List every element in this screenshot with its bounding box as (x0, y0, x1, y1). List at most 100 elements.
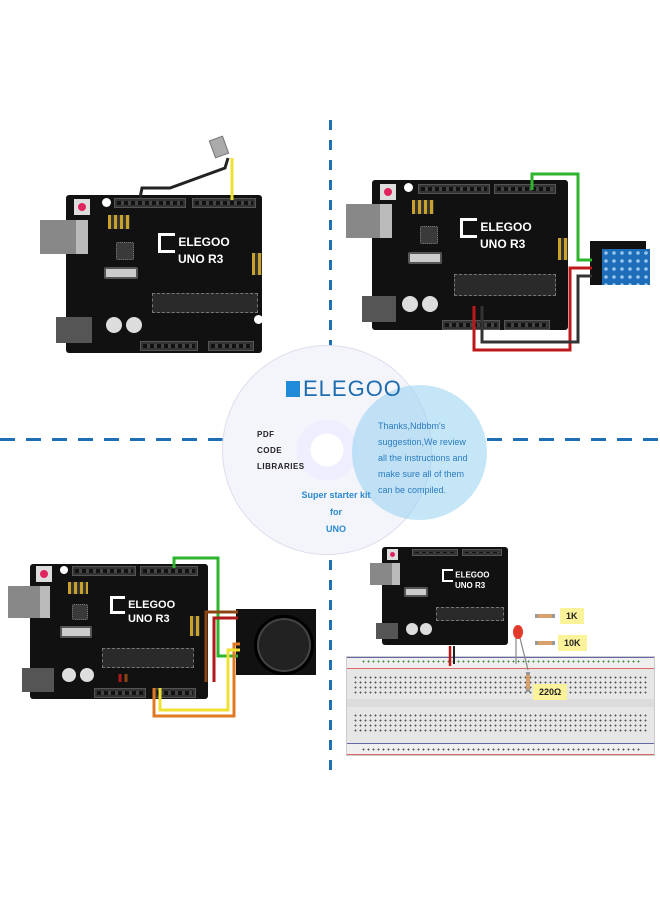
cd-kit-title: Super starter kit for UNO (288, 487, 384, 538)
usb-chip (116, 242, 134, 260)
atmega-chip (454, 274, 556, 296)
kit-line: Super starter kit (301, 490, 371, 500)
cd-content-item: LIBRARIES (257, 462, 305, 471)
red-wire (118, 616, 238, 682)
cd-content-item: CODE (257, 446, 283, 455)
reset-button (36, 566, 52, 582)
brand-name: ELEGOO (128, 598, 176, 611)
joystick-analog-wiring (152, 642, 240, 718)
board-logo: ELEGOO UNO R3 (158, 233, 230, 265)
brand-name: ELEGOO (455, 570, 490, 580)
capacitor (126, 317, 142, 333)
capacitor (106, 317, 122, 333)
arduino-board: ELEGOO UNO R3 (40, 195, 263, 353)
digital-header (494, 184, 556, 194)
analog-header (504, 320, 550, 330)
elegoo-logo-icon (158, 233, 175, 253)
resistor-10k (535, 641, 555, 645)
digital-header (72, 566, 136, 576)
elegoo-logo-icon (460, 218, 477, 238)
power-header (442, 320, 500, 330)
crystal (404, 587, 428, 597)
note-bubble (352, 385, 487, 520)
icsp-header (252, 253, 262, 275)
reset-button (380, 184, 396, 200)
mount-hole (60, 566, 68, 574)
cd-logo-text: ELEGOO (303, 376, 402, 401)
usb-port (40, 220, 76, 254)
digital-header (192, 198, 256, 208)
power-jack (376, 623, 398, 639)
note-line: make sure all of them (378, 469, 465, 479)
green-wire (172, 556, 238, 658)
board-model: UNO R3 (178, 252, 224, 266)
led-leg (519, 637, 529, 671)
reset-button (74, 199, 90, 215)
elegoo-logo-icon (442, 569, 453, 582)
terminal-holes (353, 713, 648, 733)
rail-holes (361, 659, 640, 665)
dht11-module (590, 241, 650, 285)
reset-button (387, 549, 398, 560)
atmega-chip (102, 648, 194, 668)
crystal (60, 626, 92, 638)
arduino-board: ELEGOO UNO R3 (370, 547, 508, 645)
brown-wire (124, 610, 238, 682)
kit-line: UNO (326, 524, 346, 534)
joystick-wiring (118, 556, 238, 682)
dht11-wiring (472, 172, 592, 352)
arduino-board: ELEGOO UNO R3 (346, 180, 568, 330)
note-text: Thanks,Ndbbm's suggestion,We review all … (378, 418, 468, 498)
dht11-sensor (602, 249, 650, 285)
power-jack (56, 317, 92, 343)
cd-contents: PDF CODE LIBRARIES (257, 427, 305, 475)
red-led (513, 625, 523, 639)
icsp-header (190, 616, 200, 636)
atmega-chip (152, 293, 258, 313)
capacitor (420, 623, 432, 635)
resistor-220 (526, 672, 530, 692)
elegoo-logo-icon (286, 381, 300, 397)
tilt-switch-wiring (138, 135, 234, 200)
cd-logo: ELEGOO (286, 376, 402, 402)
board-logo: ELEGOO UNO R3 (460, 218, 532, 250)
mount-hole (254, 315, 263, 324)
usb-port (40, 586, 50, 618)
board-model: UNO R3 (480, 237, 526, 251)
power-jack (22, 668, 54, 692)
note-line: suggestion,We review (378, 437, 466, 447)
usb-port (380, 204, 392, 238)
horizontal-divider-left (0, 438, 225, 441)
mount-hole (404, 183, 413, 192)
capacitor (62, 668, 76, 682)
board-model: UNO R3 (455, 581, 486, 590)
rail-holes (361, 747, 640, 753)
icsp-header (558, 238, 568, 260)
board-model: UNO R3 (128, 613, 170, 625)
icsp-header (412, 200, 434, 214)
icsp-header (108, 215, 130, 229)
tilt-switch (208, 135, 230, 159)
joystick-module (236, 609, 316, 675)
brand-name: ELEGOO (178, 235, 230, 250)
resistor-label: 220Ω (533, 684, 568, 700)
crystal (408, 252, 442, 264)
note-line: Thanks,Ndbbm's (378, 421, 446, 431)
breadboard (346, 656, 655, 756)
red-wire (472, 266, 592, 352)
resistor-label: 1K (560, 608, 584, 624)
board-logo: ELEGOO UNO R3 (110, 596, 175, 625)
terminal-holes (353, 675, 648, 695)
usb-chip (420, 226, 438, 244)
joystick-knob (254, 615, 314, 675)
led-wiring (448, 625, 529, 671)
yellow-wire (158, 648, 240, 712)
digital-header (114, 198, 186, 208)
mount-hole (102, 198, 111, 207)
digital-header (140, 566, 198, 576)
crystal (104, 267, 138, 279)
orange-wire (152, 642, 240, 718)
note-line: all the instructions and (378, 453, 468, 463)
usb-port (346, 204, 380, 238)
usb-port (370, 563, 392, 585)
